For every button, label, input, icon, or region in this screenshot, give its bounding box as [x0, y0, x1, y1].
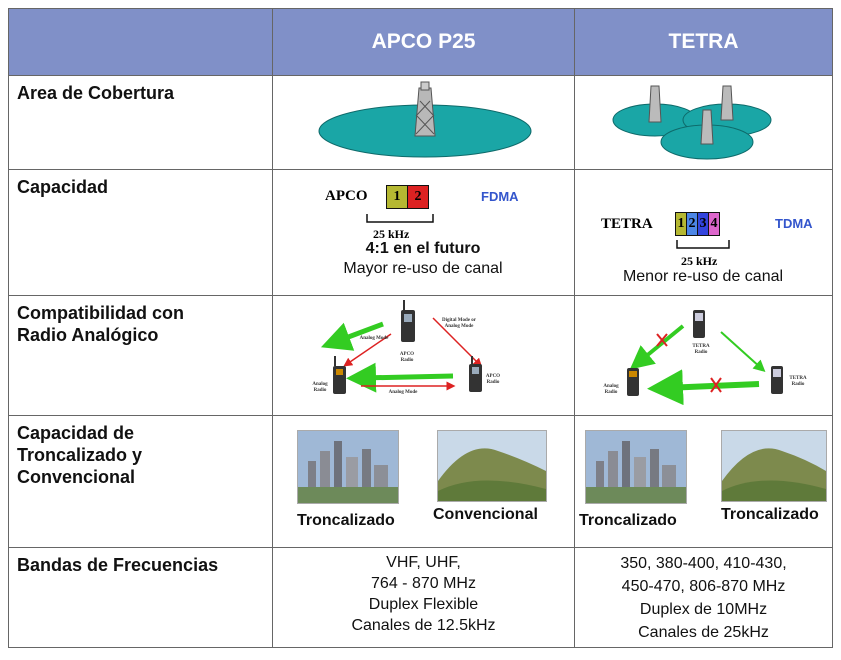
radio-icon — [333, 356, 346, 394]
compat-label-line2: Radio Analógico — [17, 325, 159, 345]
compat-tetra-cell: TETRA Radio TETRA Radio Analog Radio — [574, 295, 833, 416]
tetra-name: TETRA — [601, 216, 653, 232]
apco-future: 4:1 en el futuro — [365, 240, 481, 257]
tetra-reuse: Menor re-uso de canal — [622, 268, 784, 285]
caption-troncalizado: Troncalizado — [579, 512, 677, 529]
hills-photo — [437, 430, 547, 502]
tetra-compat-diagram — [627, 310, 783, 406]
trunk-label-line1: Capacidad de — [17, 423, 135, 443]
coverage-tetra-cell — [574, 75, 833, 170]
capacity-row: Capacidad APCO 1 2 FDMA 25 kHz 4:1 en el… — [8, 169, 833, 296]
bands-tetra-line: Canales de 25kHz — [638, 624, 769, 641]
tetra-coverage-diagram — [612, 85, 772, 160]
bands-apco-line: VHF, UHF, — [386, 554, 461, 571]
red-arrow-icon — [343, 333, 392, 367]
bands-apco-line: Duplex Flexible — [368, 596, 479, 613]
coverage-row: Area de Cobertura — [8, 75, 833, 170]
bands-tetra-line: 450-470, 806-870 MHz — [621, 578, 786, 595]
hills-photo — [721, 430, 827, 502]
compat-apco-cell: Digital Mode or Analog Mode Analog Mode … — [272, 295, 575, 416]
bands-apco-cell: VHF, UHF, 764 - 870 MHz Duplex Flexible … — [272, 547, 575, 648]
trunk-label-line2: Troncalizado y — [17, 445, 143, 465]
coverage-label: Area de Cobertura — [8, 75, 273, 170]
bands-label: Bandas de Frecuencias — [8, 547, 273, 648]
bands-tetra-line: Duplex de 10MHz — [639, 601, 768, 618]
radio-icon — [401, 300, 415, 342]
caption-troncalizado: Troncalizado — [297, 512, 395, 529]
capacity-tetra-cell: TETRA 1 2 3 4 TDMA 25 kHz Menor re-uso d… — [574, 169, 833, 296]
radio-icon — [693, 310, 705, 338]
green-arrow-icon — [647, 369, 760, 406]
header-empty — [8, 8, 273, 76]
radio-icon — [627, 368, 639, 396]
analog-mode-label-b: Analog Mode — [388, 390, 418, 395]
compat-row: Compatibilidad con Radio Analógico Digit… — [8, 295, 833, 416]
capacity-label: Capacidad — [8, 169, 273, 296]
apco-name: APCO — [325, 188, 368, 204]
digital-mode-label: Digital Mode or Analog Mode — [442, 318, 476, 329]
tower-icon — [700, 109, 714, 145]
city-photo — [585, 430, 687, 504]
bands-row: Bandas de Frecuencias VHF, UHF, 764 - 87… — [8, 547, 833, 648]
apco-compat-diagram — [320, 300, 483, 394]
analog-mode-label-a: Analog Mode — [359, 336, 389, 341]
x-mark-icon — [656, 333, 668, 347]
header-apco: APCO P25 — [272, 8, 575, 76]
apco-radio-top: APCO Radio — [399, 352, 415, 363]
tower-icon — [648, 85, 662, 123]
trunk-row: Capacidad de Troncalizado y Convencional… — [8, 415, 833, 548]
tdma-label: TDMA — [775, 216, 813, 231]
bands-tetra-cell: 350, 380-400, 410-430, 450-470, 806-870 … — [574, 547, 833, 648]
apco-bandwidth: 25 kHz — [373, 227, 410, 241]
trunk-label: Capacidad de Troncalizado y Convencional — [8, 415, 273, 548]
capacity-apco-cell: APCO 1 2 FDMA 25 kHz 4:1 en el futuro Ma… — [272, 169, 575, 296]
trunk-apco-cell: Troncalizado Convencional — [272, 415, 575, 548]
bandwidth-bracket — [676, 240, 730, 249]
slot-4: 4 — [708, 212, 720, 236]
caption-troncalizado-2: Troncalizado — [721, 506, 819, 523]
coverage-apco-cell — [272, 75, 575, 170]
apco-coverage-diagram — [318, 81, 532, 158]
green-arrow-icon — [346, 362, 454, 393]
apco-reuse: Mayor re-uso de canal — [343, 260, 503, 277]
city-photo — [297, 430, 399, 504]
slot-1: 1 — [386, 185, 408, 209]
tower-icon — [414, 81, 436, 137]
analog-radio-label: Analog Radio — [312, 382, 328, 393]
slot-2: 2 — [407, 185, 429, 209]
radio-icon — [469, 356, 482, 392]
bands-apco-line: Canales de 12.5kHz — [351, 617, 496, 634]
fdma-label: FDMA — [481, 189, 519, 204]
tetra-radio-right: TETRA Radio — [789, 376, 807, 387]
analog-radio-label: Analog Radio — [603, 384, 619, 395]
bands-tetra-line: 350, 380-400, 410-430, — [620, 555, 787, 572]
green-arrow-icon — [320, 321, 384, 351]
bands-apco-line: 764 - 870 MHz — [371, 575, 476, 592]
tetra-bandwidth: 25 kHz — [681, 254, 718, 268]
green-arrow-icon — [629, 324, 685, 370]
tower-icon — [720, 85, 734, 121]
trunk-tetra-cell: Troncalizado Troncalizado — [574, 415, 833, 548]
green-arrow-icon — [720, 331, 766, 373]
header-tetra: TETRA — [574, 8, 833, 76]
comparison-table: APCO P25 TETRA Area de Cobertura — [8, 8, 833, 648]
compat-label-line1: Compatibilidad con — [17, 303, 185, 323]
bandwidth-bracket — [366, 214, 434, 223]
compat-label: Compatibilidad con Radio Analógico — [8, 295, 273, 416]
x-mark-icon — [710, 377, 722, 393]
header-row: APCO P25 TETRA — [8, 8, 833, 76]
trunk-label-line3: Convencional — [17, 467, 136, 487]
radio-icon — [771, 366, 783, 394]
caption-convencional: Convencional — [433, 506, 538, 523]
apco-radio-right: APCO Radio — [485, 374, 501, 385]
tetra-radio-top: TETRA Radio — [692, 344, 710, 355]
